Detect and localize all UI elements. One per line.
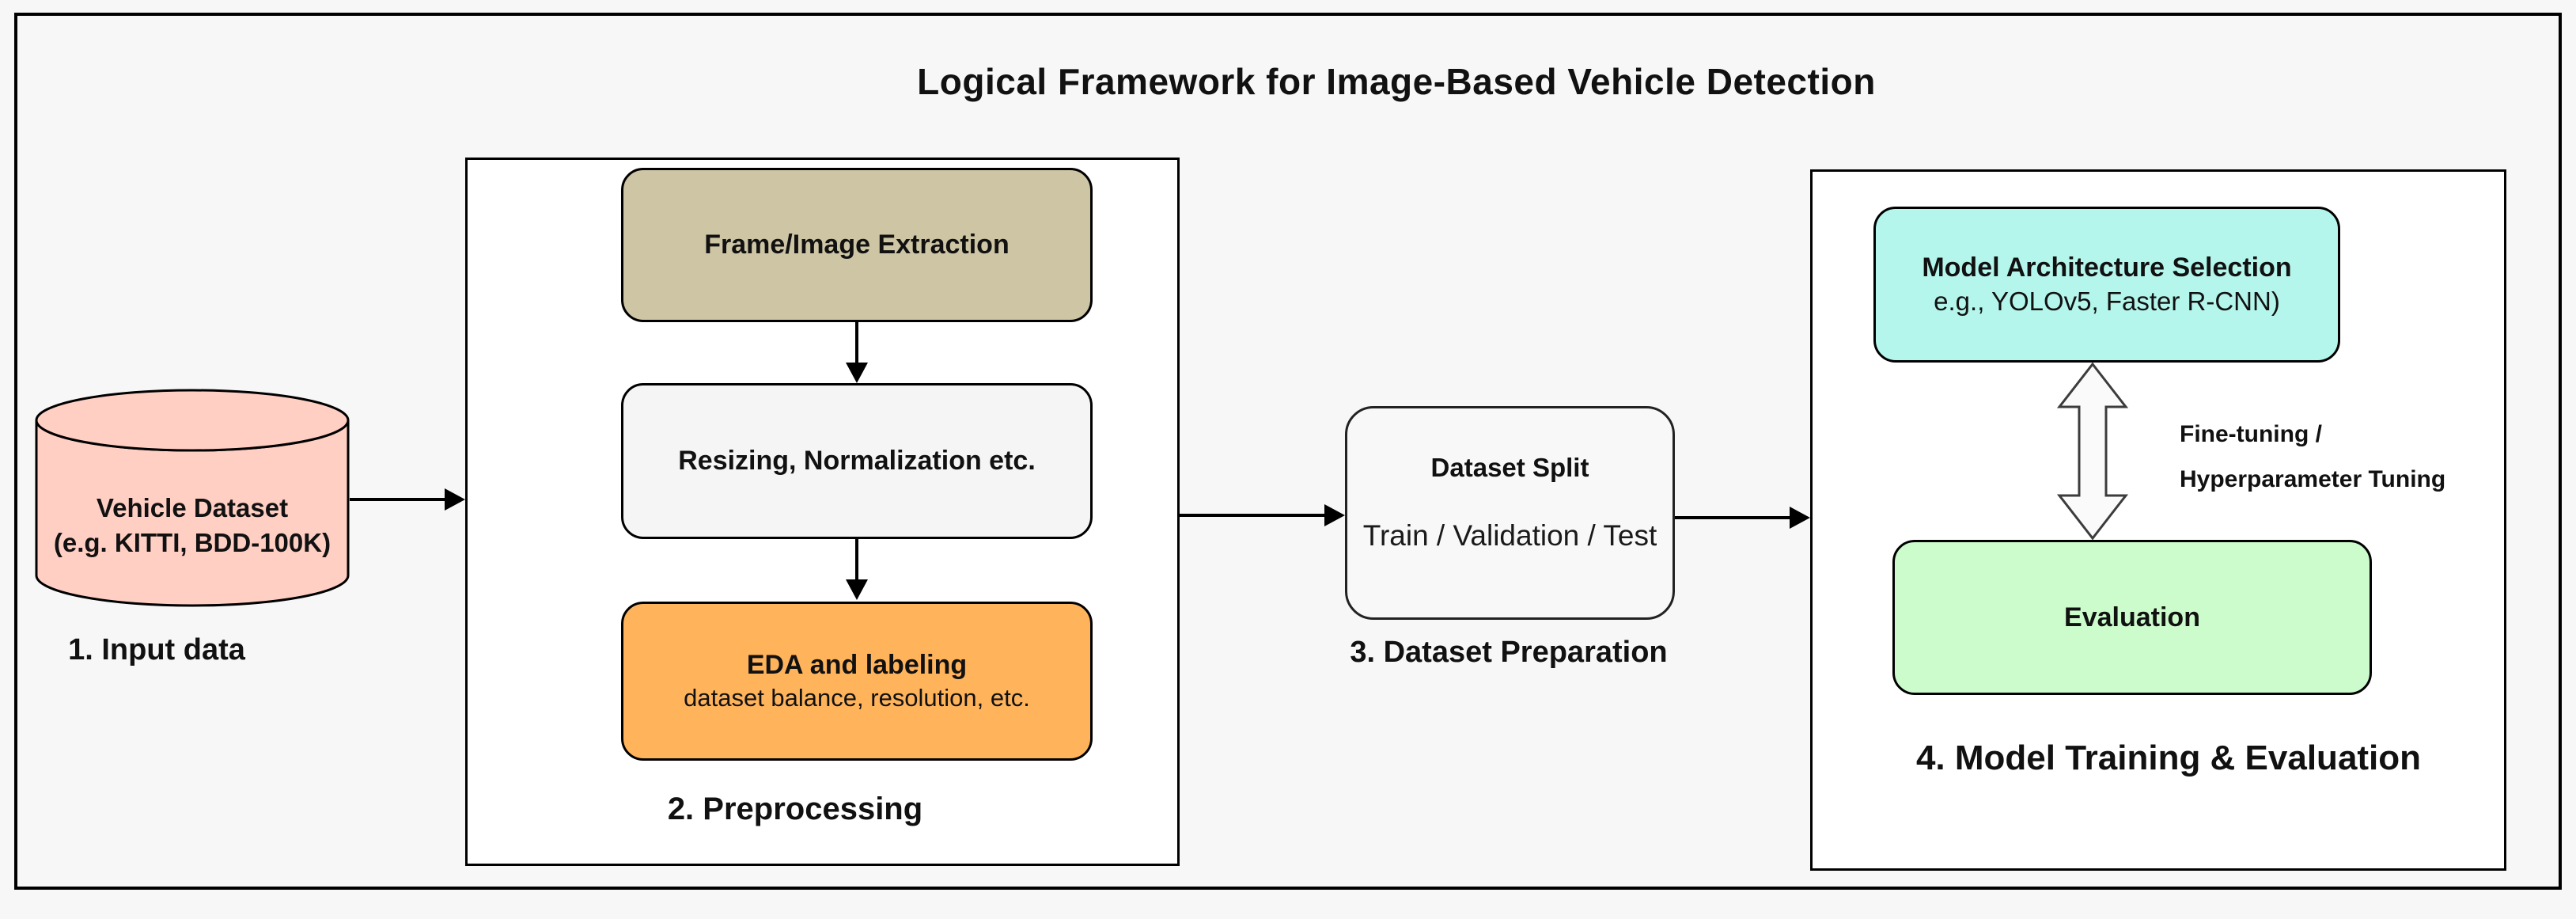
evaluation-label: Evaluation bbox=[2064, 602, 2200, 632]
fine-tuning-note-line1: Fine-tuning / bbox=[2180, 421, 2322, 447]
dataset-split-label: Dataset Split bbox=[1430, 453, 1589, 482]
input-database-cylinder bbox=[35, 389, 350, 607]
caption-input-data: 1. Input data bbox=[68, 633, 245, 666]
resizing-label: Resizing, Normalization etc. bbox=[678, 446, 1036, 477]
arrow-line bbox=[855, 322, 858, 364]
caption-dataset-preparation: 3. Dataset Preparation bbox=[1350, 636, 1668, 669]
double-arrow-shape bbox=[2057, 362, 2128, 541]
arrow-head bbox=[445, 488, 465, 511]
model-architecture-sublabel: e.g., YOLOv5, Faster R-CNN) bbox=[1934, 287, 2280, 317]
arrow-head bbox=[1790, 507, 1810, 529]
arrow-line bbox=[350, 498, 448, 501]
fine-tuning-note: Fine-tuning / Hyperparameter Tuning bbox=[2180, 412, 2576, 502]
fine-tuning-note-line2: Hyperparameter Tuning bbox=[2180, 466, 2446, 492]
arrow-head bbox=[846, 363, 868, 383]
caption-preprocessing: 2. Preprocessing bbox=[667, 792, 923, 826]
frame-extraction-label: Frame/Image Extraction bbox=[704, 230, 1010, 260]
dataset-split-box bbox=[1345, 406, 1675, 620]
dataset-split-sublabel: Train / Validation / Test bbox=[1362, 519, 1657, 552]
evaluation-box: Evaluation bbox=[1892, 540, 2372, 695]
input-label-line1: Vehicle Dataset bbox=[96, 493, 289, 522]
diagram-title: Logical Framework for Image-Based Vehicl… bbox=[917, 61, 1876, 102]
arrow-line bbox=[855, 539, 858, 581]
eda-sublabel: dataset balance, resolution, etc. bbox=[684, 684, 1030, 712]
arrow-line bbox=[1180, 514, 1326, 517]
eda-box: EDA and labeling dataset balance, resolu… bbox=[621, 602, 1093, 761]
model-architecture-label: Model Architecture Selection bbox=[1922, 252, 2292, 283]
arrow-head bbox=[1324, 504, 1345, 526]
arrow-head bbox=[846, 579, 868, 600]
resizing-box: Resizing, Normalization etc. bbox=[621, 383, 1093, 539]
caption-model-training: 4. Model Training & Evaluation bbox=[1915, 739, 2422, 777]
fine-tuning-arrow bbox=[2057, 362, 2128, 541]
model-architecture-box: Model Architecture Selection e.g., YOLOv… bbox=[1873, 207, 2340, 363]
outer-frame bbox=[14, 13, 2562, 890]
frame-extraction-box: Frame/Image Extraction bbox=[621, 168, 1093, 322]
eda-label: EDA and labeling bbox=[746, 650, 968, 681]
arrow-line bbox=[1675, 516, 1791, 519]
input-database-label: Vehicle Dataset (e.g. KITTI, BDD-100K) bbox=[34, 491, 350, 560]
cylinder-top bbox=[35, 389, 350, 452]
input-label-line2: (e.g. KITTI, BDD-100K) bbox=[53, 527, 331, 557]
